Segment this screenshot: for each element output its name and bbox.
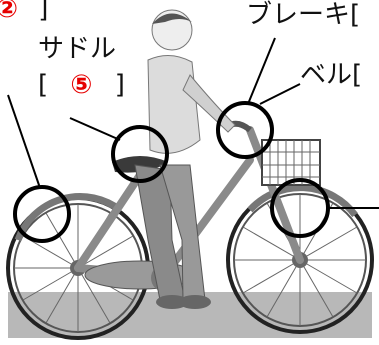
saddle-label: サドル [38, 34, 116, 64]
saddle-answer-line: [ ⑤ ] [38, 70, 125, 100]
leader-line-saddle [70, 118, 120, 140]
saddle-bracket-close: ] [115, 70, 125, 100]
leader-line-rear [8, 95, 40, 188]
brake-label: ブレーキ[ [246, 0, 360, 30]
bell-label: ベル[ [300, 60, 362, 90]
front-basket [262, 140, 320, 185]
top-left-number: ② [0, 0, 18, 24]
leader-line-bell [260, 84, 300, 104]
leader-line-brake [248, 38, 275, 104]
top-left-bracket: ] [38, 0, 48, 24]
top-left-label: ② ] [0, 0, 48, 24]
saddle-bracket-open: [ [38, 70, 48, 100]
saddle-number: ⑤ [70, 70, 92, 100]
